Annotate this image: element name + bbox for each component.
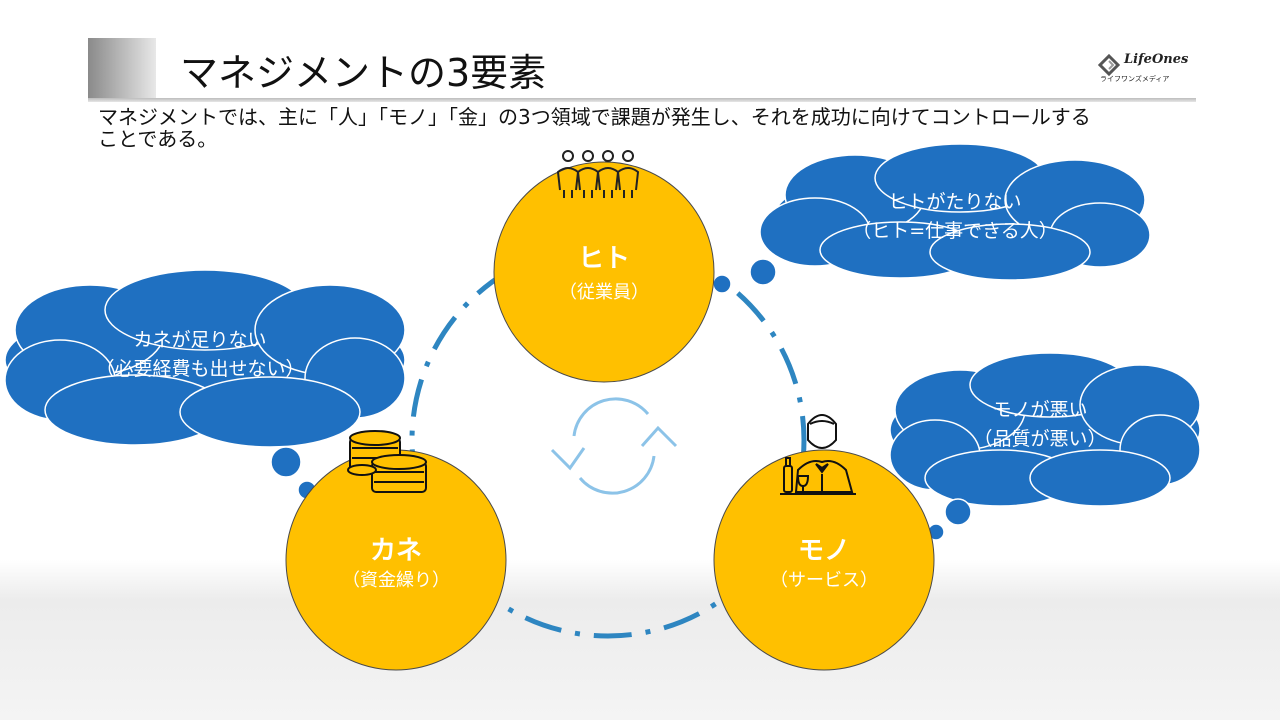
cloud-kane-line-1: カネが足りない bbox=[133, 329, 267, 351]
cloud-bubble-mono-1 bbox=[944, 498, 972, 526]
node-mono-subtitle: （サービス） bbox=[770, 570, 878, 591]
logo-name: LifeOnes bbox=[1124, 52, 1189, 67]
title-accent-block bbox=[88, 38, 156, 100]
intro-line-1: マネジメントでは、主に「人」「モノ」「金」の3つ領域で課題が発生し、それを成功に… bbox=[98, 105, 1091, 129]
cloud-kane-problem bbox=[4, 269, 406, 448]
title-divider bbox=[88, 98, 1196, 102]
intro-text: マネジメントでは、主に「人」「モノ」「金」の3つ領域で課題が発生し、それを成功に… bbox=[98, 106, 1198, 150]
cloud-hito-line-1: ヒトがたりない bbox=[888, 191, 1022, 213]
cloud-hito-text: ヒトがたりない （ヒト=仕事できる人） bbox=[810, 188, 1100, 246]
cloud-mono-problem bbox=[889, 352, 1201, 507]
node-hito-title: ヒト bbox=[577, 244, 630, 274]
logo-subtitle: ライフワンズメディア bbox=[1100, 75, 1170, 83]
cloud-hito-problem bbox=[759, 143, 1151, 281]
cloud-hito-line-2: （ヒト=仕事できる人） bbox=[852, 220, 1058, 242]
node-kane-subtitle: （資金繰り） bbox=[342, 570, 450, 591]
refresh-cycle-icon bbox=[550, 397, 678, 495]
cloud-mono-line-2: （品質が悪い） bbox=[973, 428, 1107, 450]
logo-mark-icon bbox=[1098, 54, 1120, 76]
node-hito-circle bbox=[493, 161, 715, 383]
people-group-icon bbox=[556, 150, 640, 198]
cloud-bubble-kane-1 bbox=[270, 446, 302, 478]
node-mono-title: モノ bbox=[797, 536, 850, 566]
intro-line-2: ことである。 bbox=[98, 127, 218, 151]
cloud-kane-text: カネが足りない （必要経費も出せない） bbox=[50, 326, 350, 384]
node-hito-subtitle: （従業員） bbox=[559, 282, 649, 303]
node-mono-circle bbox=[713, 449, 935, 671]
cloud-kane-line-2: （必要経費も出せない） bbox=[95, 358, 305, 380]
waiter-service-icon bbox=[780, 414, 856, 495]
cloud-bubble-hito-2 bbox=[712, 274, 732, 294]
node-kane-title: カネ bbox=[369, 536, 422, 566]
coin-stack-icon bbox=[347, 430, 427, 493]
cloud-mono-line-1: モノが悪い bbox=[992, 399, 1088, 421]
page-title: マネジメントの3要素 bbox=[180, 51, 547, 95]
cloud-bubble-hito-1 bbox=[749, 258, 777, 286]
cloud-mono-text: モノが悪い （品質が悪い） bbox=[920, 396, 1160, 454]
logo: LifeOnes ライフワンズメディア bbox=[1098, 52, 1198, 92]
